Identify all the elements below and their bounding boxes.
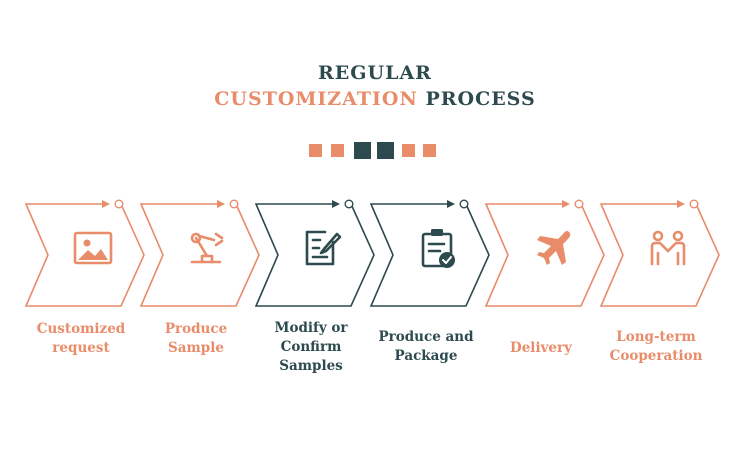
decorative-square xyxy=(354,142,371,159)
arrow-head-icon xyxy=(677,200,685,208)
title-line-1: REGULAR xyxy=(318,62,432,84)
connector-dot xyxy=(459,199,469,209)
chevron-outline xyxy=(139,203,260,307)
step-label: Modify or Confirm Samples xyxy=(274,320,348,374)
decorative-square xyxy=(423,144,436,157)
chevron-outline xyxy=(369,203,490,307)
connector-dot xyxy=(229,199,239,209)
step-label: Long-term Cooperation xyxy=(609,329,703,364)
arrow-head-icon xyxy=(332,200,340,208)
process-step xyxy=(24,199,145,307)
title-accent-word: CUSTOMIZATION xyxy=(214,88,418,110)
chevron-outline xyxy=(24,203,145,307)
decorative-square xyxy=(377,142,394,159)
chevron-outline xyxy=(599,203,720,307)
step-label: Customized request xyxy=(36,321,126,356)
step-label: Produce Sample xyxy=(164,321,228,356)
connector-dot xyxy=(689,199,699,209)
clipboard-check-icon xyxy=(421,229,455,268)
chevron-outline xyxy=(254,203,375,307)
edit-form-icon xyxy=(305,230,342,266)
image-icon xyxy=(73,231,113,265)
arrow-head-icon xyxy=(447,200,455,208)
chevron-outline xyxy=(484,203,605,307)
decorative-square xyxy=(402,144,415,157)
process-step xyxy=(369,199,490,307)
step-label: Delivery xyxy=(510,340,572,356)
title-line-2: CUSTOMIZATION PROCESS xyxy=(0,88,750,110)
connector-dot xyxy=(344,199,354,209)
process-step xyxy=(599,199,720,307)
decorative-square xyxy=(309,144,322,157)
process-step xyxy=(254,199,375,307)
robot-arm-icon xyxy=(190,232,224,264)
connector-dot xyxy=(114,199,124,209)
connector-dot xyxy=(574,199,584,209)
process-step xyxy=(139,199,260,307)
arrow-head-icon xyxy=(217,200,225,208)
title-dark-word: PROCESS xyxy=(425,88,536,110)
decorative-square xyxy=(331,144,344,157)
arrow-head-icon xyxy=(562,200,570,208)
airplane-icon xyxy=(537,230,571,265)
step-label: Produce and Package xyxy=(378,329,474,364)
handshake-people-icon xyxy=(650,230,686,266)
process-step xyxy=(484,199,605,307)
arrow-head-icon xyxy=(102,200,110,208)
